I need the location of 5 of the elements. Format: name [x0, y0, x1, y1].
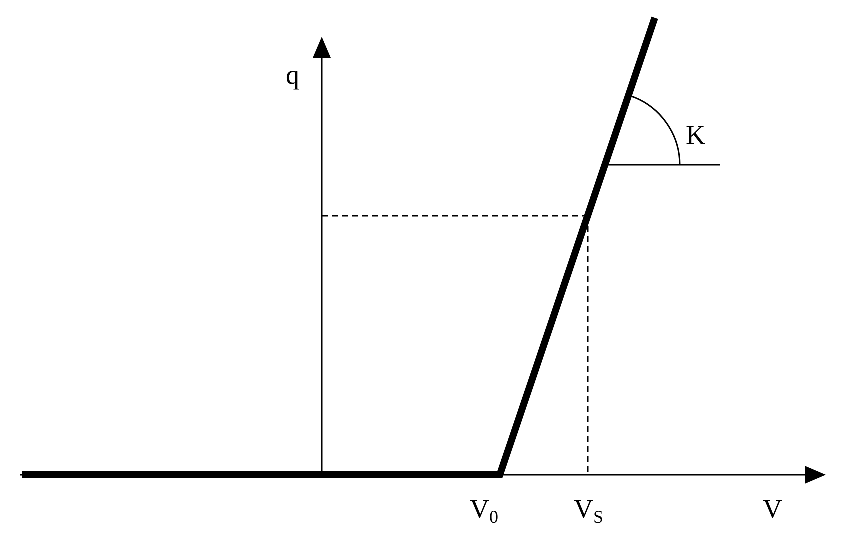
- tick-label: V$_{0}$: [470, 496, 498, 523]
- axis-label: V: [763, 496, 782, 523]
- angle-label: K: [686, 122, 706, 149]
- tick-label: V$_{S}$: [574, 496, 604, 523]
- axis-label: q: [286, 62, 300, 89]
